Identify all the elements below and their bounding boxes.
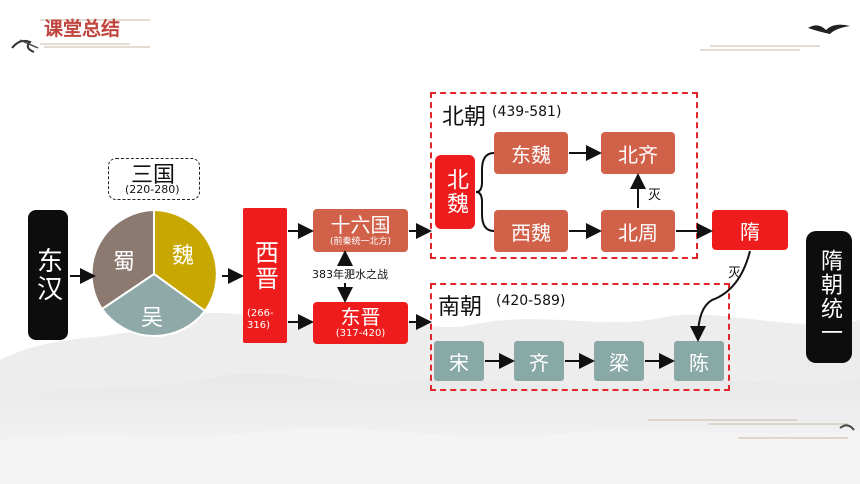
- node-dong-wei: 东魏: [494, 132, 568, 174]
- node-sui-label: 隋: [740, 219, 760, 244]
- node-song-label: 宋: [449, 350, 469, 375]
- node-qi: 齐: [514, 341, 564, 381]
- node-bei-zhou: 北周: [601, 210, 675, 252]
- node-sui-unify-label: 隋朝统一: [817, 249, 842, 345]
- page-title: 课堂总结: [44, 18, 121, 40]
- sanguo-title-box: [108, 158, 200, 200]
- bird-ornament: [700, 24, 850, 51]
- node-sui: 隋: [712, 210, 788, 250]
- pie-slice-shu: [90, 208, 155, 311]
- node-chen: 陈: [674, 341, 724, 381]
- pie-label-shu: 蜀: [113, 250, 136, 275]
- node-xi-wei-label: 西魏: [511, 220, 551, 245]
- node-xi-wei: 西魏: [494, 210, 568, 252]
- north-dynasties-region: [430, 92, 698, 259]
- node-song: 宋: [434, 341, 484, 381]
- north-years: (439-581): [492, 104, 562, 120]
- south-dynasties-region: [430, 283, 730, 391]
- node-shi-liu-guo: 十六国 (前秦统一北方): [313, 209, 408, 252]
- node-shi-liu-guo-note: (前秦统一北方): [329, 236, 392, 247]
- pie-label-wei: 魏: [172, 244, 195, 269]
- node-dong-han: 东汉: [28, 210, 68, 340]
- node-bei-qi: 北齐: [601, 132, 675, 174]
- node-bei-zhou-label: 北周: [618, 220, 658, 245]
- node-dong-jin: 东晋 (317-420): [313, 302, 408, 344]
- sanguo-years: (220-280): [125, 183, 180, 196]
- node-dong-wei-label: 东魏: [511, 142, 551, 167]
- header-ornament: [11, 19, 150, 53]
- node-liang-label: 梁: [609, 350, 629, 375]
- node-bei-wei: 北魏: [435, 155, 475, 229]
- node-xi-jin-years: (266-316): [247, 308, 274, 331]
- node-chen-label: 陈: [689, 350, 709, 375]
- node-xi-jin: 西晋: [243, 208, 287, 343]
- sui-mie-label: 灭: [728, 266, 742, 281]
- node-dong-jin-years: (317-420): [335, 328, 386, 339]
- pie-label-wu: 吴: [141, 306, 164, 331]
- north-title: 北朝: [442, 105, 487, 130]
- sanguo-title: 三国: [131, 163, 176, 188]
- node-sui-unify: 隋朝统一: [806, 231, 852, 363]
- arrow-sui-chen: [690, 250, 751, 342]
- north-mie-label: 灭: [648, 188, 662, 203]
- node-bei-qi-label: 北齐: [618, 142, 658, 167]
- south-years: (420-589): [496, 293, 566, 309]
- node-dong-jin-label: 东晋: [340, 305, 381, 329]
- pie-slice-wu: [100, 272, 207, 338]
- brace-beiwei: [475, 152, 495, 232]
- node-xi-jin-label: 西晋: [250, 239, 279, 292]
- node-shi-liu-guo-label: 十六国: [330, 212, 391, 237]
- south-title: 南朝: [438, 295, 483, 320]
- node-dong-han-label: 东汉: [32, 247, 63, 303]
- node-bei-wei-label: 北魏: [443, 168, 468, 216]
- sanguo-pie: [90, 208, 218, 338]
- node-liang: 梁: [594, 341, 644, 381]
- corner-ornament: [648, 419, 855, 439]
- node-qi-label: 齐: [529, 350, 549, 375]
- battle-label: 383年淝水之战: [312, 268, 388, 281]
- pie-slice-wei: [153, 208, 218, 313]
